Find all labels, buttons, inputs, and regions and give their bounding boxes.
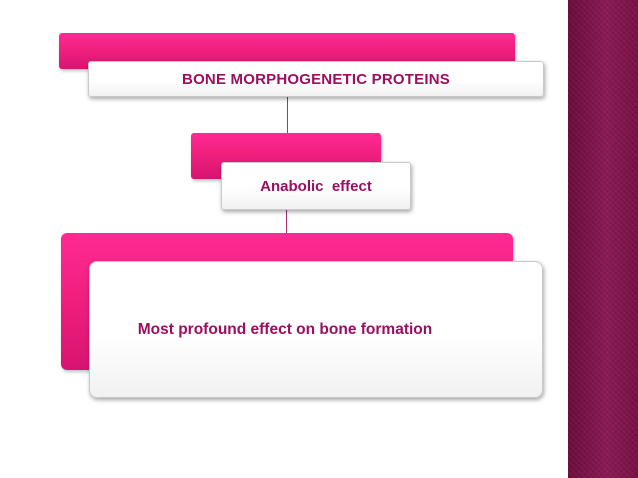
top-box-label: BONE MORPHOGENETIC PROTEINS [182,70,450,88]
connector-middle-to-bottom [286,210,287,233]
side-band-edge [566,0,568,478]
middle-box-label: Anabolic effect [260,177,372,195]
bottom-box-label: Most profound effect on bone formation [137,320,433,338]
bottom-box: Most profound effect on bone formation [89,261,543,398]
connector-top-to-middle [287,97,288,133]
top-box: BONE MORPHOGENETIC PROTEINS [88,61,544,97]
middle-box: Anabolic effect [221,162,411,210]
decorative-side-band [568,0,638,478]
